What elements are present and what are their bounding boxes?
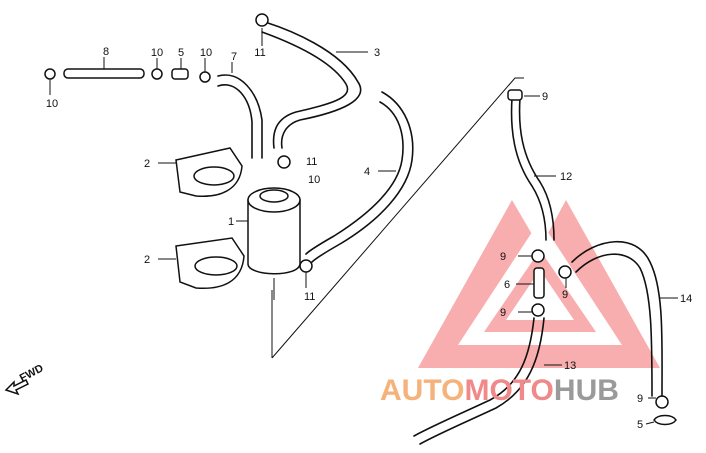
guide-line — [271, 77, 524, 359]
part-8-tube — [63, 57, 145, 79]
callout-8: 8 — [103, 46, 109, 58]
callout-10: 10 — [200, 47, 212, 59]
callout-9: 9 — [637, 393, 643, 405]
part-2-bracket — [158, 147, 245, 290]
part-13-hose — [413, 317, 562, 445]
watermark-auto: AUTO — [380, 374, 464, 407]
callout-13: 13 — [564, 360, 576, 372]
watermark-hub: HUB — [554, 374, 619, 407]
part-6-fitting — [516, 267, 545, 299]
part-12-hose — [507, 89, 556, 241]
callout-3: 3 — [374, 47, 380, 59]
callout-9: 9 — [500, 251, 506, 263]
part-14-hose — [571, 240, 678, 397]
part-5-fitting — [171, 58, 189, 80]
callout-10: 10 — [151, 47, 163, 59]
part-3-hose — [255, 13, 368, 149]
callout-10: 10 — [46, 98, 58, 110]
callout-11: 11 — [254, 47, 265, 59]
watermark-text: AUTOMOTOHUB — [380, 374, 619, 407]
part-1-canister — [236, 187, 301, 300]
fwd-arrow: FWD — [4, 362, 46, 396]
fwd-label: FWD — [18, 362, 46, 384]
callout-11: 11 — [306, 156, 317, 168]
callout-2: 2 — [144, 254, 150, 266]
callout-12: 12 — [560, 171, 572, 183]
part-10-clip — [44, 58, 211, 95]
callout-5: 5 — [178, 47, 184, 59]
callout-1: 1 — [228, 216, 234, 228]
callout-9: 9 — [562, 289, 568, 301]
callout-4: 4 — [364, 166, 370, 178]
callout-6: 6 — [504, 279, 510, 291]
callout-10: 10 — [308, 174, 320, 186]
callout-5: 5 — [637, 419, 643, 431]
svg-text:AUTOMOTOHUB: AUTOMOTOHUB — [380, 374, 619, 407]
part-7-hose — [217, 62, 263, 159]
callout-7: 7 — [231, 51, 237, 63]
part-11-clip — [261, 28, 313, 288]
callout-14: 14 — [680, 293, 692, 305]
watermark-moto: MOTO — [464, 374, 553, 407]
callout-11: 11 — [304, 291, 315, 303]
part-4-hose — [305, 91, 414, 263]
part-9-clip — [518, 249, 669, 409]
callout-labels: 8 10 5 10 7 10 11 3 9 2 11 10 4 12 1 9 2… — [46, 46, 692, 431]
callout-9: 9 — [542, 91, 548, 103]
callout-9: 9 — [500, 307, 506, 319]
callout-2: 2 — [144, 158, 150, 170]
part-5-clamp — [645, 414, 677, 426]
